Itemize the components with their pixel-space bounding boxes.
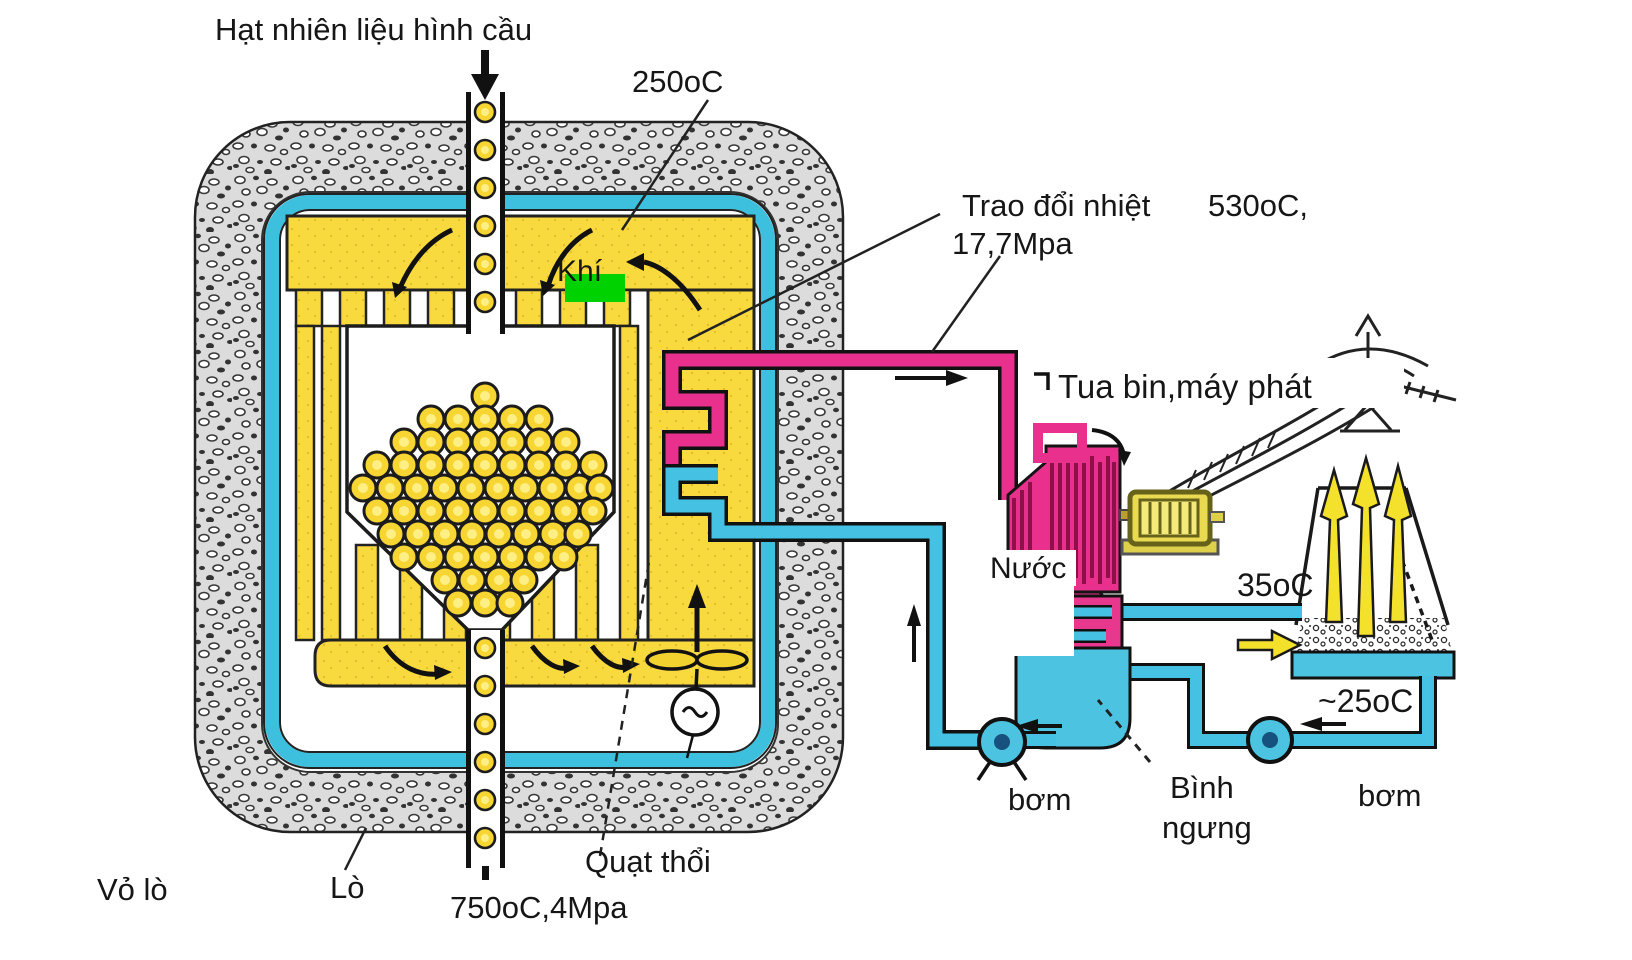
cold-coil xyxy=(665,467,992,747)
steel-liner xyxy=(265,195,775,767)
liner-outer-edge xyxy=(263,193,777,769)
green-highlight xyxy=(565,274,625,302)
label-condenser-1: Bình xyxy=(1170,770,1234,805)
cool-return-pipe xyxy=(1110,663,1437,749)
label-fuel-feed: Hạt nhiên liệu hình cầu xyxy=(215,12,532,47)
cold-riser-flow-arrow xyxy=(907,604,921,662)
leader-blower-dashed xyxy=(598,555,652,857)
liner-inner-edge xyxy=(279,209,761,753)
label-17-7Mpa: 17,7Mpa xyxy=(952,226,1073,261)
leader-condenser-dashed xyxy=(1096,699,1152,763)
pump-flow-arrows xyxy=(1016,717,1346,733)
cold-water-pipe xyxy=(662,464,992,750)
wire-hatching xyxy=(1187,429,1277,489)
generator-grille xyxy=(1148,502,1192,534)
fan-blade-right xyxy=(695,649,749,671)
pump-left-icon xyxy=(976,717,1028,781)
label-patch-turbine xyxy=(1040,358,1404,408)
label-reactor: Lò xyxy=(330,870,364,905)
turbine-top-loop xyxy=(1033,423,1087,463)
label-pump-right: bơm xyxy=(1358,778,1421,813)
label-530oC: 530oC, xyxy=(1208,188,1308,223)
generator xyxy=(1120,489,1225,556)
label-tick xyxy=(1034,372,1050,390)
label-750oC: 750oC,4Mpa xyxy=(450,890,628,925)
labels: Hạt nhiên liệu hình cầu 250oC Trao đổi n… xyxy=(97,12,1421,925)
leader-250oC xyxy=(620,99,710,231)
label-25oC: ~25oC xyxy=(1318,683,1413,719)
white-patch xyxy=(988,584,1074,656)
turbine-blades xyxy=(1012,456,1116,584)
gas-flow-arrows-top xyxy=(392,227,703,312)
leader-lines xyxy=(343,99,1002,871)
transmission-tower-icon xyxy=(1315,313,1457,433)
label-250oC: 250oC xyxy=(632,64,723,99)
leader-reactor xyxy=(343,827,368,871)
fan-blade-left xyxy=(645,649,699,671)
label-heat-exchange: Trao đổi nhiệt xyxy=(962,188,1151,223)
label-water: Nước xyxy=(990,552,1066,585)
label-patch-water xyxy=(984,550,1076,586)
up-flow-arrow xyxy=(688,584,706,608)
spray-arrow xyxy=(1236,628,1303,662)
leader-heat-exchange xyxy=(687,212,941,342)
hot-pipe-flow-arrow xyxy=(895,370,968,386)
leader-pressure xyxy=(930,255,1002,353)
gas-label: Khí xyxy=(557,255,603,288)
fuel-feed-tube xyxy=(466,50,505,880)
blower-fan xyxy=(645,584,749,759)
label-vessel-shell: Vỏ lò xyxy=(97,872,168,907)
tower-basin xyxy=(1290,650,1456,680)
label-condenser-2: ngưng xyxy=(1162,810,1252,845)
label-blower: Quạt thổi xyxy=(585,844,711,879)
cooling-tower xyxy=(1290,453,1456,680)
label-35oC: 35oC xyxy=(1237,567,1314,603)
label-turbine-generator: Tua bin,máy phát xyxy=(1058,368,1312,405)
steam-arrows xyxy=(1319,453,1413,638)
label-pump-left: bơm xyxy=(1008,782,1071,817)
hot-steam-pipe xyxy=(662,350,1018,500)
gas-label-group: Khí xyxy=(557,255,625,302)
hot-coil xyxy=(665,353,1015,500)
pump-right-icon xyxy=(1246,716,1294,764)
